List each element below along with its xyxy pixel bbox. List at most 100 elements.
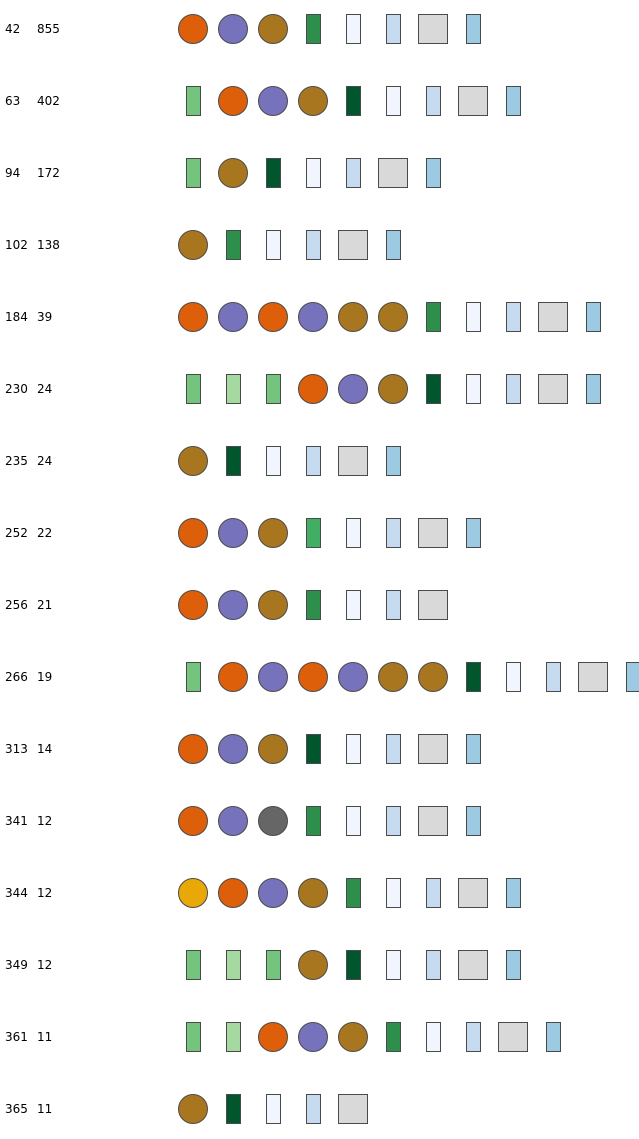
circle-glyph — [218, 518, 248, 548]
circle-glyph — [218, 590, 248, 620]
circle-glyph — [298, 950, 328, 980]
circle-glyph — [258, 734, 288, 764]
row-count: 24 — [37, 454, 53, 468]
row-count: 172 — [37, 166, 60, 180]
rect-glyph — [385, 734, 401, 764]
rect-glyph — [305, 446, 321, 476]
circle-glyph — [218, 878, 248, 908]
circle-glyph — [258, 590, 288, 620]
rect-glyph — [545, 662, 561, 692]
circle-glyph — [178, 518, 208, 548]
rect-glyph — [585, 302, 601, 332]
circle-glyph — [258, 86, 288, 116]
rect-glyph — [505, 302, 521, 332]
rect-glyph — [385, 878, 401, 908]
rect-glyph — [305, 230, 321, 260]
circle-glyph — [378, 662, 408, 692]
rect-glyph — [385, 590, 401, 620]
circle-glyph — [298, 374, 328, 404]
row-id: 235 — [5, 454, 28, 468]
rect-glyph — [305, 590, 321, 620]
rect-glyph — [185, 662, 201, 692]
row-count: 39 — [37, 310, 53, 324]
circle-glyph — [178, 14, 208, 44]
row-count: 11 — [37, 1102, 53, 1116]
rect-glyph — [305, 734, 321, 764]
circle-glyph — [218, 14, 248, 44]
circle-glyph — [218, 86, 248, 116]
square-glyph — [458, 950, 488, 980]
rect-glyph — [185, 1022, 201, 1052]
circle-glyph — [298, 1022, 328, 1052]
circle-glyph — [258, 14, 288, 44]
row-count: 12 — [37, 886, 53, 900]
rect-glyph — [585, 374, 601, 404]
rect-glyph — [505, 662, 521, 692]
row-id: 313 — [5, 742, 28, 756]
square-glyph — [458, 86, 488, 116]
square-glyph — [498, 1022, 528, 1052]
rect-glyph — [305, 158, 321, 188]
circle-glyph — [298, 878, 328, 908]
rect-glyph — [265, 230, 281, 260]
rect-glyph — [625, 662, 639, 692]
circle-glyph — [338, 1022, 368, 1052]
rect-glyph — [385, 14, 401, 44]
rect-glyph — [225, 374, 241, 404]
rect-glyph — [465, 806, 481, 836]
row-id: 252 — [5, 526, 28, 540]
rect-glyph — [425, 374, 441, 404]
circle-glyph — [338, 662, 368, 692]
diagram-row: 94 172 — [0, 155, 639, 191]
square-glyph — [578, 662, 608, 692]
circle-glyph — [178, 806, 208, 836]
rect-glyph — [265, 1094, 281, 1124]
row-id: 341 — [5, 814, 28, 828]
row-count: 855 — [37, 22, 60, 36]
circle-glyph — [178, 878, 208, 908]
rect-glyph — [385, 950, 401, 980]
circle-glyph — [258, 1022, 288, 1052]
circle-glyph — [338, 374, 368, 404]
rect-glyph — [385, 518, 401, 548]
square-glyph — [378, 158, 408, 188]
diagram-row: 235 24 — [0, 443, 639, 479]
rect-glyph — [425, 950, 441, 980]
rect-glyph — [465, 374, 481, 404]
square-glyph — [538, 374, 568, 404]
circle-glyph — [258, 302, 288, 332]
square-glyph — [338, 446, 368, 476]
row-id: 94 — [5, 166, 21, 180]
row-id: 63 — [5, 94, 21, 108]
rect-glyph — [505, 950, 521, 980]
circle-glyph — [298, 302, 328, 332]
rect-glyph — [465, 1022, 481, 1052]
rect-glyph — [425, 158, 441, 188]
circle-glyph — [258, 806, 288, 836]
circle-glyph — [178, 734, 208, 764]
rect-glyph — [345, 590, 361, 620]
circle-glyph — [338, 302, 368, 332]
row-count: 138 — [37, 238, 60, 252]
row-id: 349 — [5, 958, 28, 972]
square-glyph — [418, 806, 448, 836]
rect-glyph — [345, 734, 361, 764]
rect-glyph — [305, 14, 321, 44]
rect-glyph — [185, 158, 201, 188]
circle-glyph — [298, 662, 328, 692]
rect-glyph — [385, 230, 401, 260]
square-glyph — [458, 878, 488, 908]
rect-glyph — [465, 734, 481, 764]
circle-glyph — [378, 374, 408, 404]
rect-glyph — [225, 446, 241, 476]
row-count: 14 — [37, 742, 53, 756]
circle-glyph — [178, 230, 208, 260]
